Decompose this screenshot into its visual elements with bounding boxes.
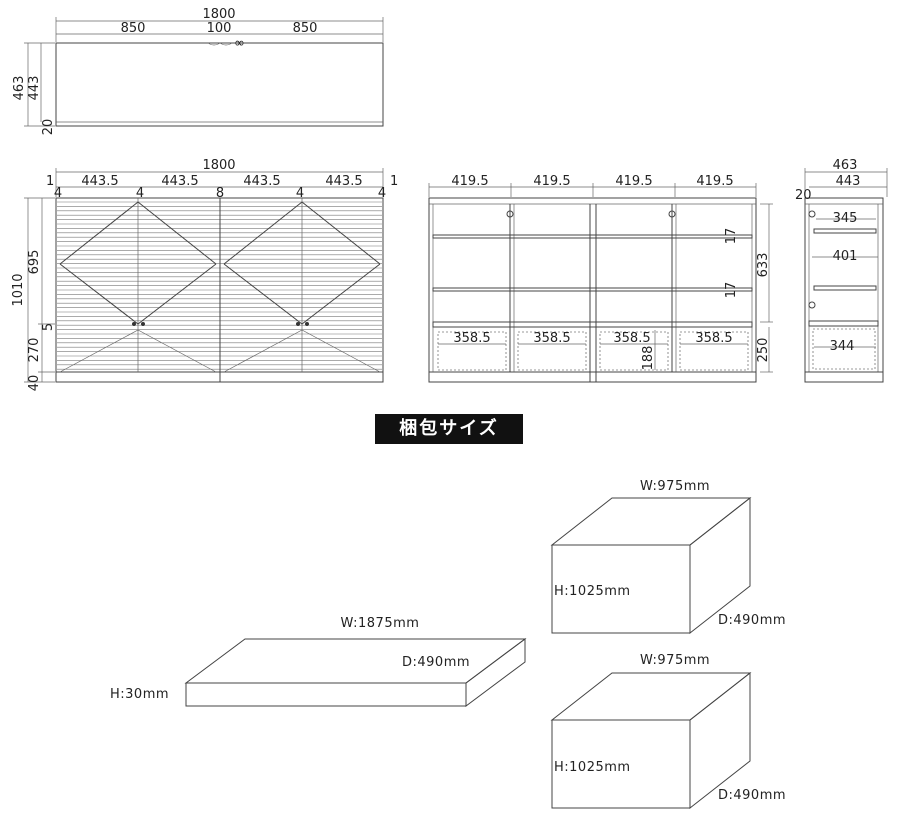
interior-drawer-width-4: 358.5	[695, 331, 732, 346]
top-total-width: 1800	[202, 7, 235, 22]
side-middle-depth: 401	[833, 249, 858, 264]
front-total-width: 1800	[202, 158, 235, 173]
flat-box-width: W:1875mm	[341, 616, 420, 631]
front-gap-3: 8	[216, 186, 224, 201]
front-edge-left: 1	[46, 174, 54, 189]
interior-shelf-2	[432, 287, 753, 292]
front-lower-height: 270	[27, 338, 42, 363]
interior-drawer-width-1: 358.5	[453, 331, 490, 346]
side-shelf-1	[813, 228, 877, 234]
side-inner-depth: 443	[836, 174, 861, 189]
interior-shelf-thickness-1: 17	[724, 228, 739, 245]
interior-section-width-4: 419.5	[696, 174, 733, 189]
interior-drawer-rail	[432, 321, 753, 328]
interior-hinge-2	[668, 210, 676, 218]
front-height: 1010	[11, 273, 26, 306]
interior-upper-height: 633	[756, 253, 771, 278]
front-lower-chevron-right	[223, 329, 381, 373]
side-back: 20	[795, 188, 812, 203]
front-upper-height: 695	[27, 250, 42, 275]
front-view: 1800 1 1 443.5 443.5 443.5 443.5 4 4 8 4…	[11, 158, 398, 391]
box-top-width: W:975mm	[640, 479, 710, 494]
top-view-body	[55, 42, 384, 127]
front-gap-4: 4	[296, 186, 304, 201]
flat-box-height: H:30mm	[110, 687, 169, 702]
front-door-width-1: 443.5	[81, 174, 118, 189]
box-top-height: H:1025mm	[554, 584, 631, 599]
front-knob-3	[296, 322, 300, 326]
side-body	[804, 197, 884, 383]
packing-size-title: 梱包サイズ	[375, 414, 523, 444]
box-bottom-depth: D:490mm	[718, 788, 786, 803]
side-shelf-depth: 345	[833, 211, 858, 226]
interior-view: 419.5 419.5 419.5 419.5 358.5 358.5 358.…	[428, 174, 773, 383]
side-drawer-rail	[808, 320, 879, 327]
front-knob-4	[305, 322, 309, 326]
front-diamond-right-lower	[223, 263, 381, 325]
side-depth: 463	[833, 158, 858, 173]
box-bottom: W:975mm H:1025mm D:490mm	[550, 653, 786, 810]
side-drawer-depth: 344	[830, 339, 855, 354]
front-door-width-2: 443.5	[161, 174, 198, 189]
interior-drawer-1	[437, 331, 507, 371]
front-knob-1	[132, 322, 136, 326]
flat-box-depth: D:490mm	[402, 655, 470, 670]
interior-drawer-height: 188	[641, 346, 656, 371]
box-top: W:975mm H:1025mm D:490mm	[550, 479, 786, 635]
front-diamond-right-upper	[223, 201, 381, 265]
front-door-width-4: 443.5	[325, 174, 362, 189]
top-depth: 463	[12, 76, 27, 101]
front-plinth-height: 40	[27, 375, 42, 392]
front-gap-5: 4	[378, 186, 386, 201]
interior-shelf-thickness-2: 17	[724, 282, 739, 299]
front-edge-right: 1	[390, 174, 398, 189]
interior-drawer-3	[599, 331, 669, 371]
interior-drawer-2	[517, 331, 587, 371]
interior-drawer-width-2: 358.5	[533, 331, 570, 346]
front-diamond-left-upper	[59, 201, 217, 265]
top-view: 1800 850 100 850 ∞ 463 443 20	[12, 7, 384, 136]
flat-box-front-face	[185, 682, 467, 707]
flat-box-side-face	[465, 638, 526, 707]
top-center-width: 100	[207, 21, 232, 36]
top-infinity-mark: ∞	[234, 36, 245, 51]
side-drawer	[812, 328, 876, 370]
top-left-width: 850	[121, 21, 146, 36]
box-top-side-face	[689, 496, 751, 635]
interior-drawer-4	[679, 331, 749, 371]
interior-section-width-3: 419.5	[615, 174, 652, 189]
side-hinge-1	[808, 210, 816, 218]
front-lower-chevron-left	[59, 329, 217, 373]
interior-body	[428, 197, 757, 383]
interior-section-width-1: 419.5	[451, 174, 488, 189]
box-top-depth: D:490mm	[718, 613, 786, 628]
side-hinge-2	[808, 301, 816, 309]
box-bottom-height: H:1025mm	[554, 760, 631, 775]
front-door-width-3: 443.5	[243, 174, 280, 189]
front-mid-gap: 5	[41, 323, 56, 331]
front-gap-2: 4	[136, 186, 144, 201]
flat-box: W:1875mm D:490mm H:30mm	[110, 616, 527, 707]
front-diamond-left-lower	[59, 263, 217, 325]
side-view: 463 443 20 345 401 344	[795, 158, 888, 383]
interior-shelf-1	[432, 234, 753, 239]
front-gap-1: 4	[54, 186, 62, 201]
interior-drawer-width-3: 358.5	[613, 331, 650, 346]
side-shelf-2	[813, 285, 877, 291]
interior-lower-height: 250	[756, 338, 771, 363]
top-right-width: 850	[293, 21, 318, 36]
box-bottom-side-face	[689, 671, 751, 810]
top-back: 20	[41, 119, 56, 136]
top-inner-depth: 443	[27, 76, 42, 101]
interior-hinge-1	[506, 210, 514, 218]
box-bottom-width: W:975mm	[640, 653, 710, 668]
top-view-center-notch	[207, 42, 233, 46]
front-knob-2	[141, 322, 145, 326]
interior-section-width-2: 419.5	[533, 174, 570, 189]
